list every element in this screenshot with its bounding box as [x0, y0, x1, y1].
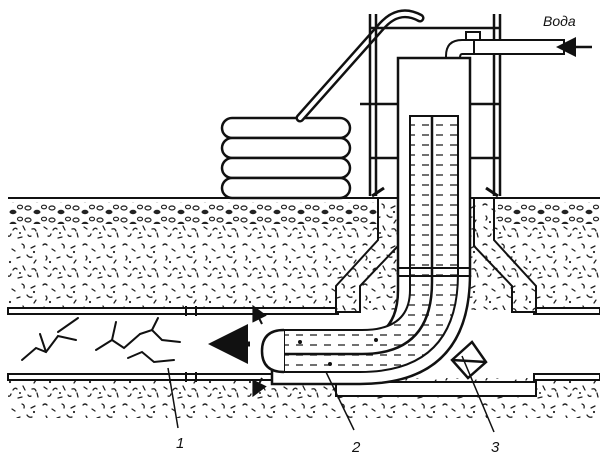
- inversion-liner: [260, 56, 472, 386]
- callout-3: 3: [491, 439, 500, 456]
- direction-arrows: [208, 304, 267, 398]
- heating-coil: [220, 9, 425, 200]
- callout-1: 1: [176, 435, 184, 452]
- callout-2: 2: [351, 439, 361, 456]
- nozzle-support: [450, 340, 488, 380]
- expand-arrow-icon: [252, 304, 267, 325]
- manhole-shaft: [335, 186, 537, 397]
- pipe-cracks: [21, 317, 181, 364]
- leader-lines: [167, 355, 495, 433]
- water-inlet-label: Вода: [543, 13, 576, 29]
